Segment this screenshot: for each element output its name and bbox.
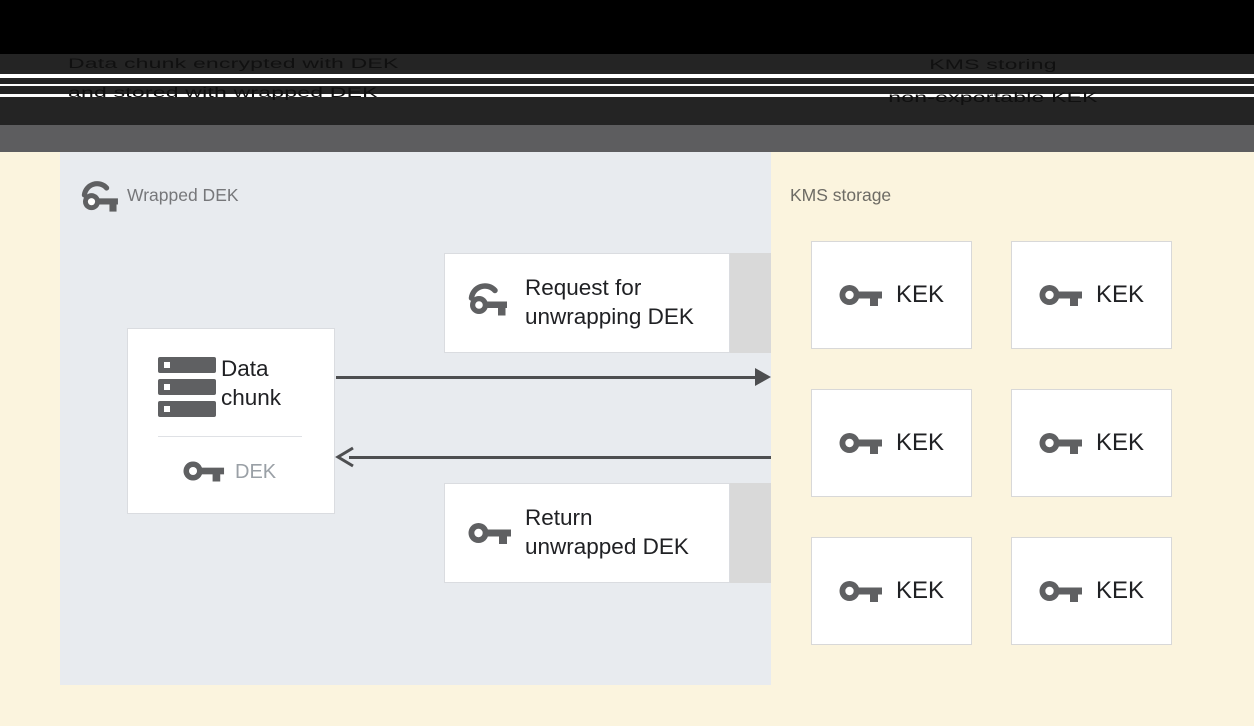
request-arrow-line xyxy=(336,376,757,379)
storage-icon xyxy=(158,357,216,421)
left-caption-line2: and stored with wrapped DEK xyxy=(68,84,378,101)
request-unwrap-box: Request for unwrapping DEK xyxy=(444,253,730,353)
key-icon xyxy=(1039,428,1083,458)
key-icon xyxy=(183,456,225,486)
header-stripe xyxy=(0,94,1254,97)
request-label-line1: Request for xyxy=(525,275,642,300)
kek-label: KEK xyxy=(895,429,945,456)
return-unwrapped-label: Return unwrapped DEK xyxy=(525,503,689,561)
header-gray-band xyxy=(0,125,1254,152)
return-label-line2: unwrapped DEK xyxy=(525,534,689,559)
kek-box: KEK xyxy=(811,241,972,349)
kek-box: KEK xyxy=(1011,241,1172,349)
request-box-shadow xyxy=(730,253,771,353)
request-unwrap-label: Request for unwrapping DEK xyxy=(525,273,694,331)
key-icon xyxy=(1039,280,1083,310)
return-label-line1: Return xyxy=(525,505,593,530)
wrapped-dek-panel-title: Wrapped DEK xyxy=(127,185,239,205)
wrapped-key-icon xyxy=(80,179,120,213)
kek-label: KEK xyxy=(895,577,945,604)
key-icon xyxy=(468,518,512,548)
kek-box: KEK xyxy=(1011,537,1172,645)
header-caption-band: Data chunk encrypted with DEK and stored… xyxy=(0,54,1254,125)
kms-storage-title: KMS storage xyxy=(790,185,892,205)
kek-box: KEK xyxy=(811,537,972,645)
kek-box: KEK xyxy=(1011,389,1172,497)
kek-label: KEK xyxy=(1095,577,1145,604)
key-icon xyxy=(1039,576,1083,606)
return-arrow-line xyxy=(349,456,771,459)
left-caption-line1: Data chunk encrypted with DEK xyxy=(68,55,399,72)
header-stripe xyxy=(0,74,1254,78)
header-black-band xyxy=(0,0,1254,54)
data-chunk-label: Data chunk xyxy=(221,354,281,412)
right-caption-line1: KMS storing xyxy=(929,56,1057,73)
key-icon xyxy=(839,428,883,458)
kek-label: KEK xyxy=(1095,429,1145,456)
request-label-line2: unwrapping DEK xyxy=(525,304,694,329)
kek-label: KEK xyxy=(1095,281,1145,308)
return-unwrapped-box: Return unwrapped DEK xyxy=(444,483,730,583)
key-icon xyxy=(839,280,883,310)
kek-box: KEK xyxy=(811,389,972,497)
request-arrowhead-icon xyxy=(755,368,771,386)
return-box-shadow xyxy=(730,483,771,583)
kek-label: KEK xyxy=(895,281,945,308)
dek-label: DEK xyxy=(235,461,277,483)
right-caption: KMS storing non-exportable KEK xyxy=(848,54,1138,108)
data-chunk-box: Data chunk DEK xyxy=(127,328,335,514)
data-chunk-divider xyxy=(158,436,302,437)
wrapped-key-icon xyxy=(467,280,509,318)
header-stripe xyxy=(0,84,1254,86)
right-caption-line2: non-exportable KEK xyxy=(888,89,1098,106)
return-arrowhead-icon xyxy=(335,446,354,468)
key-icon xyxy=(839,576,883,606)
data-chunk-label-line1: Data xyxy=(221,356,269,381)
data-chunk-label-line2: chunk xyxy=(221,385,282,410)
